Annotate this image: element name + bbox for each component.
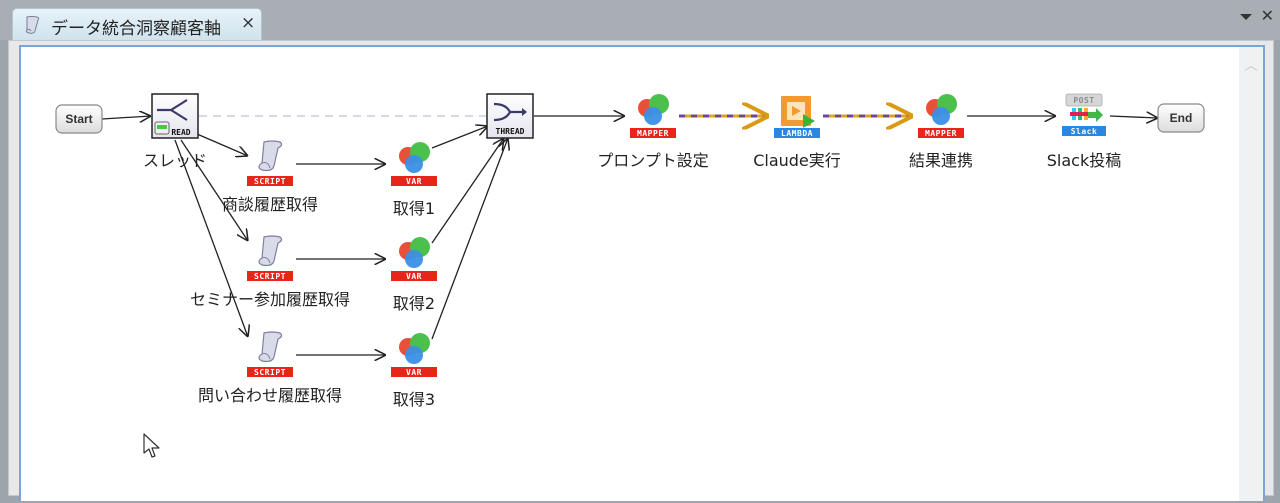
script-scroll-icon xyxy=(258,140,283,172)
flow-edges xyxy=(101,116,1158,355)
node-badge: SCRIPT xyxy=(254,368,286,377)
end-node-label: End xyxy=(1170,111,1193,125)
node-mapper1[interactable]: MAPPER プロンプト設定 xyxy=(597,94,709,170)
node-label: 結果連携 xyxy=(909,151,973,170)
edge-thread-split-script3[interactable] xyxy=(174,139,248,337)
node-badge: VAR xyxy=(406,272,422,281)
lambda-play-icon xyxy=(781,96,815,128)
window-controls: ✕ xyxy=(1236,6,1274,25)
start-node[interactable]: Start xyxy=(55,104,103,134)
mapper-icon xyxy=(926,94,957,125)
scroll-up-icon[interactable]: ︿ xyxy=(1244,58,1258,74)
edge-var3-thread-join[interactable] xyxy=(431,138,508,340)
tab-flow-editor[interactable]: データ統合洞察顧客軸 × xyxy=(12,8,262,40)
node-var3[interactable]: VAR 取得3 xyxy=(391,333,437,409)
mapper-icon xyxy=(638,94,669,125)
node-script3[interactable]: SCRIPT 問い合わせ履歴取得 xyxy=(198,331,342,405)
slack-icon: POST xyxy=(1065,93,1103,122)
start-node-label: Start xyxy=(65,112,92,126)
join-icon xyxy=(493,102,527,122)
node-script1[interactable]: SCRIPT 商談履歴取得 xyxy=(222,140,318,214)
node-var1[interactable]: VAR 取得1 xyxy=(391,142,437,218)
fork-icon xyxy=(157,99,188,121)
edge-thread-split-script2[interactable] xyxy=(180,139,248,241)
node-thread-split[interactable]: READ スレッド xyxy=(143,93,207,170)
end-node[interactable]: End xyxy=(1157,103,1205,133)
node-badge: Slack xyxy=(1071,127,1098,136)
close-view-button[interactable]: ✕ xyxy=(1260,6,1274,25)
tab-close-button[interactable]: × xyxy=(241,13,256,33)
view-menu-icon[interactable] xyxy=(1239,6,1252,25)
script-scroll-icon xyxy=(25,16,40,34)
tab-title: データ統合洞察顧客軸 xyxy=(51,19,221,39)
node-badge: MAPPER xyxy=(637,129,669,138)
node-label: プロンプト設定 xyxy=(597,151,709,170)
node-badge: THREAD xyxy=(496,127,525,136)
node-label: 取得1 xyxy=(393,199,435,218)
script-scroll-icon xyxy=(258,235,283,267)
node-badge: READ xyxy=(171,128,190,137)
script-scroll-icon xyxy=(258,331,283,363)
node-badge: VAR xyxy=(406,177,422,186)
node-label: 問い合わせ履歴取得 xyxy=(198,386,342,405)
edge-var1-thread-join[interactable] xyxy=(431,126,488,149)
edge-var2-thread-join[interactable] xyxy=(431,138,504,244)
edge-start-thread-split[interactable] xyxy=(101,116,151,119)
variable-icon xyxy=(399,142,430,173)
node-badge: SCRIPT xyxy=(254,272,286,281)
edge-thread-split-script1[interactable] xyxy=(196,133,248,156)
node-label: Slack投稿 xyxy=(1047,151,1121,170)
edge-slack-end[interactable] xyxy=(1109,116,1158,118)
node-label: 商談履歴取得 xyxy=(222,195,318,214)
node-badge: SCRIPT xyxy=(254,177,286,186)
node-lambda[interactable]: LAMBDA Claude実行 xyxy=(753,96,841,170)
variable-icon xyxy=(399,237,430,268)
node-label: セミナー参加履歴取得 xyxy=(190,290,350,309)
variable-icon xyxy=(399,333,430,364)
node-var2[interactable]: VAR 取得2 xyxy=(391,237,437,313)
node-label: Claude実行 xyxy=(753,151,841,170)
node-label: スレッド xyxy=(143,151,207,170)
node-script2[interactable]: SCRIPT セミナー参加履歴取得 xyxy=(190,235,350,309)
vertical-scrollbar[interactable]: ︿ xyxy=(1239,47,1263,501)
node-label: 取得2 xyxy=(393,294,435,313)
node-thread-join[interactable]: THREAD xyxy=(486,93,534,139)
node-badge: MAPPER xyxy=(925,129,957,138)
node-label: 取得3 xyxy=(393,390,435,409)
node-mapper2[interactable]: MAPPER 結果連携 xyxy=(909,94,973,170)
post-badge: POST xyxy=(1073,96,1094,105)
node-badge: LAMBDA xyxy=(781,129,813,138)
node-badge: VAR xyxy=(406,368,422,377)
mouse-cursor-icon xyxy=(143,433,160,458)
editor-tab-bar: データ統合洞察顧客軸 × ✕ xyxy=(0,0,1280,40)
status-indicator-icon xyxy=(157,125,167,129)
